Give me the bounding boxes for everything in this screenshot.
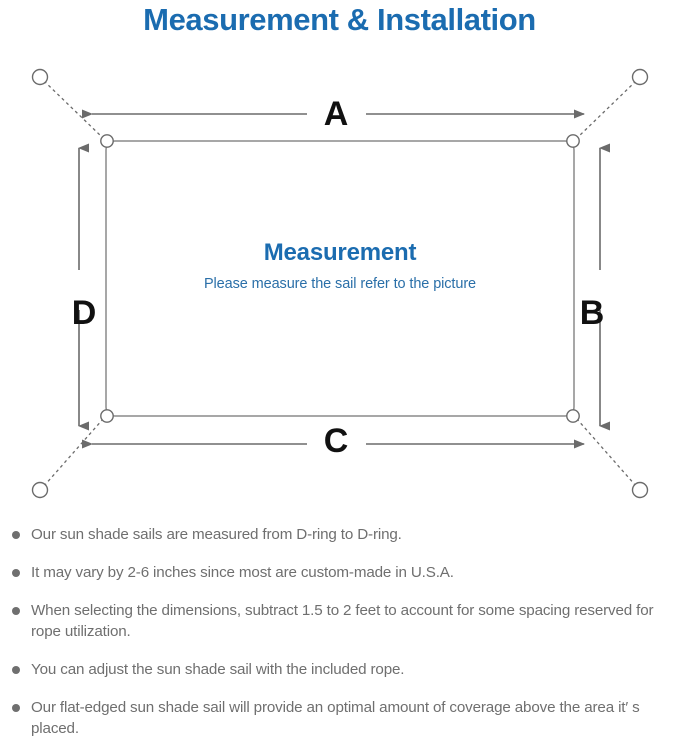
d-ring-top-left bbox=[100, 134, 114, 148]
anchor-point-top-right bbox=[631, 68, 649, 86]
d-ring-bottom-left bbox=[100, 409, 114, 423]
rope-top-left bbox=[43, 80, 104, 139]
note-text: Our sun shade sails are measured from D-… bbox=[31, 526, 402, 543]
anchor-point-bottom-left bbox=[31, 481, 49, 499]
dimension-label-d: D bbox=[71, 294, 97, 332]
note-item: When selecting the dimensions, subtract … bbox=[0, 600, 679, 642]
dimension-label-b: B bbox=[579, 294, 605, 332]
note-item: It may vary by 2-6 inches since most are… bbox=[0, 562, 679, 583]
notes-list: Our sun shade sails are measured from D-… bbox=[0, 524, 679, 756]
measurement-diagram-svg bbox=[31, 68, 649, 499]
rope-bottom-right bbox=[576, 418, 637, 487]
anchor-point-bottom-right bbox=[631, 481, 649, 499]
bullet-icon bbox=[12, 666, 20, 674]
d-ring-bottom-right bbox=[566, 409, 580, 423]
dimension-label-a: A bbox=[323, 95, 349, 133]
dimension-label-c: C bbox=[323, 422, 349, 460]
note-item: Our flat-edged sun shade sail will provi… bbox=[0, 697, 679, 739]
d-ring-top-right bbox=[566, 134, 580, 148]
anchor-points bbox=[31, 68, 649, 499]
bullet-icon bbox=[12, 569, 20, 577]
sail-center-title: Measurement bbox=[263, 239, 417, 266]
rope-top-right bbox=[576, 80, 637, 139]
sail-center-subtitle: Please measure the sail refer to the pic… bbox=[203, 276, 477, 292]
sail-center-caption: Measurement Please measure the sail refe… bbox=[120, 238, 560, 294]
bullet-icon bbox=[12, 531, 20, 539]
bullet-icon bbox=[12, 607, 20, 615]
rope-bottom-left bbox=[43, 418, 104, 487]
note-text: Our flat-edged sun shade sail will provi… bbox=[31, 699, 640, 737]
d-rings bbox=[100, 134, 580, 423]
note-item: Our sun shade sails are measured from D-… bbox=[0, 524, 679, 545]
sail-outline bbox=[105, 140, 575, 417]
anchor-point-top-left bbox=[31, 68, 49, 86]
rope-lines bbox=[43, 80, 637, 487]
note-text: When selecting the dimensions, subtract … bbox=[31, 602, 654, 640]
page-title: Measurement & Installation bbox=[143, 2, 536, 37]
note-text: It may vary by 2-6 inches since most are… bbox=[31, 564, 454, 581]
note-text: You can adjust the sun shade sail with t… bbox=[31, 661, 405, 678]
measurement-diagram: A B C D Measurement Please measure the s… bbox=[0, 48, 679, 513]
bullet-icon bbox=[12, 704, 20, 712]
note-item: You can adjust the sun shade sail with t… bbox=[0, 659, 679, 680]
